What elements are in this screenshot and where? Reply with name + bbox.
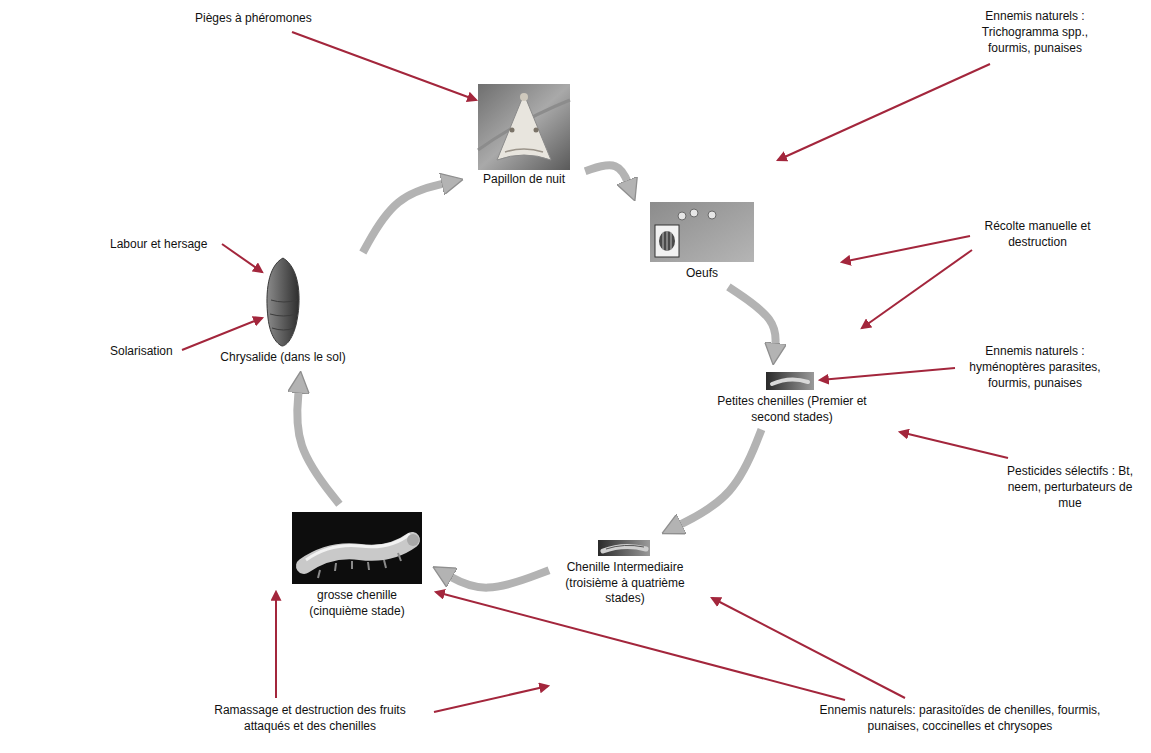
pupa bbox=[267, 258, 299, 346]
moth-wings bbox=[497, 94, 551, 160]
pupa-photo bbox=[267, 258, 299, 346]
control-method: Solarisation bbox=[110, 343, 190, 359]
egg-ribs bbox=[663, 231, 671, 251]
control-arrow bbox=[862, 250, 972, 328]
moth-head bbox=[520, 93, 528, 101]
intermediate-caterpillar-photo bbox=[598, 540, 650, 556]
life-stage: Papillon de nuit bbox=[468, 82, 580, 188]
caterpillar-legs bbox=[318, 553, 401, 578]
control-arrow bbox=[778, 64, 990, 160]
photo-ground bbox=[598, 540, 650, 556]
wing-spot bbox=[510, 128, 515, 133]
control-arrow bbox=[820, 368, 955, 380]
stage-caption: Papillon de nuit bbox=[468, 172, 580, 188]
moth-photo bbox=[478, 84, 570, 170]
control-arrow bbox=[436, 592, 845, 700]
photo-ground bbox=[650, 202, 754, 262]
eggs-photo bbox=[650, 202, 754, 262]
control-method: Ennemis naturels: parasitoïdes de chenil… bbox=[810, 702, 1110, 734]
control-arrows bbox=[182, 32, 1008, 712]
caterpillar bbox=[603, 546, 646, 551]
control-arrow bbox=[275, 592, 277, 698]
control-method: Pesticides sélectifs : Bt, neem, perturb… bbox=[1000, 463, 1140, 512]
control-arrow bbox=[900, 432, 1008, 458]
cycle-arrow bbox=[675, 430, 762, 528]
control-method: Pièges à phéromones bbox=[195, 10, 345, 26]
stage-caption: grosse chenille (cinquième stade) bbox=[287, 588, 427, 619]
wing-band bbox=[505, 149, 543, 152]
life-stage: Chrysalide (dans le sol) bbox=[208, 256, 358, 366]
photo-ground bbox=[478, 84, 570, 170]
egg-closeup bbox=[659, 231, 675, 251]
control-arrow bbox=[182, 318, 262, 350]
stage-caption: Oeufs bbox=[640, 266, 764, 282]
caterpillar-head bbox=[407, 534, 419, 546]
control-arrow bbox=[222, 244, 262, 272]
control-method: Récolte manuelle et destruction bbox=[975, 218, 1100, 250]
egg bbox=[678, 212, 686, 220]
egg-inset bbox=[655, 225, 679, 257]
photo-ground bbox=[766, 372, 814, 390]
stage-caption: Chenille Intermediaire (troisième à quat… bbox=[555, 560, 695, 607]
control-arrow bbox=[712, 598, 905, 698]
cycle-arrow bbox=[585, 165, 630, 188]
small-caterpillar-photo bbox=[766, 372, 814, 390]
wing-spot bbox=[534, 128, 539, 133]
life-stage: Chenille Intermediaire (troisième à quat… bbox=[555, 538, 695, 607]
control-method: Ennemis naturels : Trichogramma spp., fo… bbox=[965, 8, 1105, 57]
stage-caption: Petites chenilles (Premier et second sta… bbox=[712, 394, 872, 425]
life-stage: Oeufs bbox=[640, 200, 764, 282]
photo-ground bbox=[292, 512, 422, 584]
caterpillar-stripe bbox=[306, 534, 410, 560]
cycle-arrow bbox=[728, 287, 775, 351]
control-method: Labour et hersage bbox=[110, 236, 222, 252]
life-stage: Petites chenilles (Premier et second sta… bbox=[712, 370, 872, 425]
pupa-segments bbox=[270, 300, 297, 330]
control-arrow bbox=[434, 686, 548, 712]
cycle-arrow bbox=[445, 570, 549, 587]
control-method: Ramassage et destruction des fruits atta… bbox=[190, 702, 430, 734]
control-arrow bbox=[842, 236, 970, 262]
control-arrow bbox=[292, 32, 476, 100]
big-caterpillar-photo bbox=[292, 512, 422, 584]
life-stage: grosse chenille (cinquième stade) bbox=[287, 510, 427, 619]
stage-caption: Chrysalide (dans le sol) bbox=[208, 350, 358, 366]
caterpillar bbox=[772, 379, 808, 384]
egg bbox=[708, 211, 716, 219]
egg bbox=[690, 209, 698, 217]
cycle-arrow bbox=[363, 182, 450, 252]
cycle-arrow bbox=[297, 385, 339, 504]
control-method: Ennemis naturels : hyménoptères parasite… bbox=[960, 343, 1110, 392]
caterpillar-stripe bbox=[606, 545, 644, 549]
